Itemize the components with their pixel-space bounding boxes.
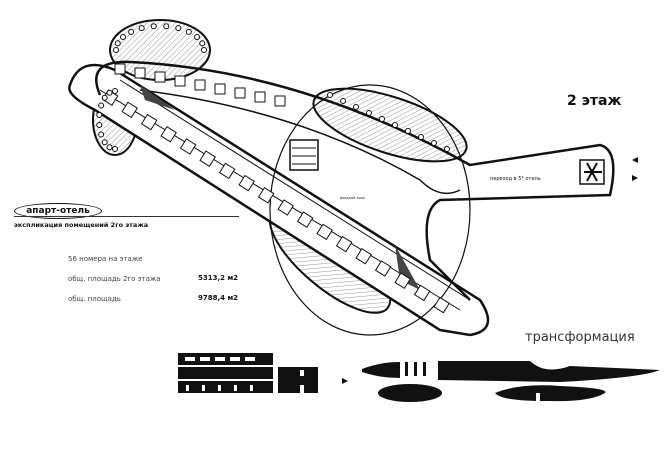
- seat-circle: [98, 131, 105, 138]
- transformation-diagram: [178, 353, 660, 402]
- seat-circle: [96, 111, 103, 118]
- room-cell: [140, 113, 158, 131]
- seat-circle: [340, 98, 346, 104]
- apart-hotel-badge: апарт-отель: [14, 203, 102, 219]
- seat-circle: [101, 139, 108, 146]
- seat-circle: [353, 104, 359, 110]
- plus-arrow-icon: [342, 378, 348, 384]
- seat-circle: [175, 25, 182, 32]
- room-cell: [154, 71, 166, 83]
- seat-circle: [379, 116, 385, 122]
- seat-circle: [119, 34, 126, 41]
- room-cell: [238, 174, 255, 192]
- seat-circle: [138, 25, 145, 32]
- seat-circle: [405, 128, 411, 134]
- seat-circle: [392, 122, 398, 128]
- seat-circle: [199, 40, 206, 47]
- room-cell: [296, 211, 314, 228]
- room-cell: [134, 67, 146, 79]
- arrow-right-icon: [632, 175, 638, 181]
- room-cell: [274, 95, 286, 107]
- divider: [14, 216, 239, 217]
- room-cell: [277, 199, 294, 216]
- exit-sign-icon: [579, 159, 605, 185]
- seating-circles: [96, 23, 450, 152]
- seat-circle: [112, 146, 118, 152]
- seat-circle: [163, 23, 170, 30]
- room-cell: [121, 101, 138, 119]
- transformation-label: трансформация: [525, 330, 635, 345]
- total-area-label: общ. площадь: [68, 295, 121, 303]
- room-cell: [234, 87, 246, 99]
- floor-area-label: общ. площадь 2го этажа: [68, 275, 161, 283]
- passage-label: переход в 5* отель: [490, 176, 541, 182]
- seat-circle: [114, 40, 121, 47]
- room-cell: [257, 187, 275, 204]
- corridor-line: [119, 79, 471, 301]
- ramp-triangle: [140, 85, 175, 110]
- room-cell: [413, 284, 431, 302]
- seat-circle: [150, 23, 157, 30]
- seat-circle: [327, 92, 333, 98]
- room-cell: [194, 79, 206, 91]
- room-cell: [316, 223, 333, 241]
- seat-circle: [98, 102, 105, 109]
- seat-circle: [101, 94, 108, 101]
- seat-circle: [194, 34, 201, 41]
- seat-circle: [113, 47, 119, 53]
- room-cell: [433, 296, 450, 314]
- explication-heading: экспликация помещений 2го этажа: [14, 221, 149, 229]
- seat-circle: [444, 146, 450, 152]
- room-cell: [199, 150, 216, 167]
- room-cell: [114, 63, 126, 75]
- room-cell: [179, 138, 197, 155]
- seat-circle: [366, 110, 372, 116]
- room-cell: [394, 272, 411, 289]
- hall-label: входной холл: [340, 196, 366, 200]
- seat-circle: [185, 28, 192, 35]
- seat-circle: [96, 122, 103, 129]
- wing-inner-wall: [139, 89, 461, 195]
- stair-block: [289, 139, 319, 171]
- seat-circle: [106, 144, 113, 151]
- room-cell: [355, 248, 372, 265]
- room-cells: [101, 63, 450, 314]
- wing-horizontal: [95, 60, 615, 301]
- room-cell: [374, 260, 392, 277]
- room-cell: [160, 126, 177, 143]
- seat-circle: [112, 88, 118, 94]
- room-cell: [254, 91, 266, 103]
- seat-circle: [201, 47, 207, 53]
- floor-title: 2 этаж: [567, 93, 622, 109]
- total-area-value: 9788,4 м2: [198, 294, 239, 302]
- room-cell: [335, 235, 353, 253]
- room-cell: [218, 162, 236, 180]
- seat-circle: [418, 134, 424, 140]
- room-cell: [174, 75, 186, 87]
- seat-circle: [431, 140, 437, 146]
- room-cell: [214, 83, 226, 95]
- floor-area-value: 5313,2 м2: [198, 274, 239, 282]
- central-hub: [269, 84, 471, 336]
- arrow-left-icon: [632, 157, 638, 163]
- seat-circle: [128, 28, 135, 35]
- seat-circle: [106, 89, 113, 96]
- rooms-per-floor: 56 номера на этаже: [68, 255, 143, 263]
